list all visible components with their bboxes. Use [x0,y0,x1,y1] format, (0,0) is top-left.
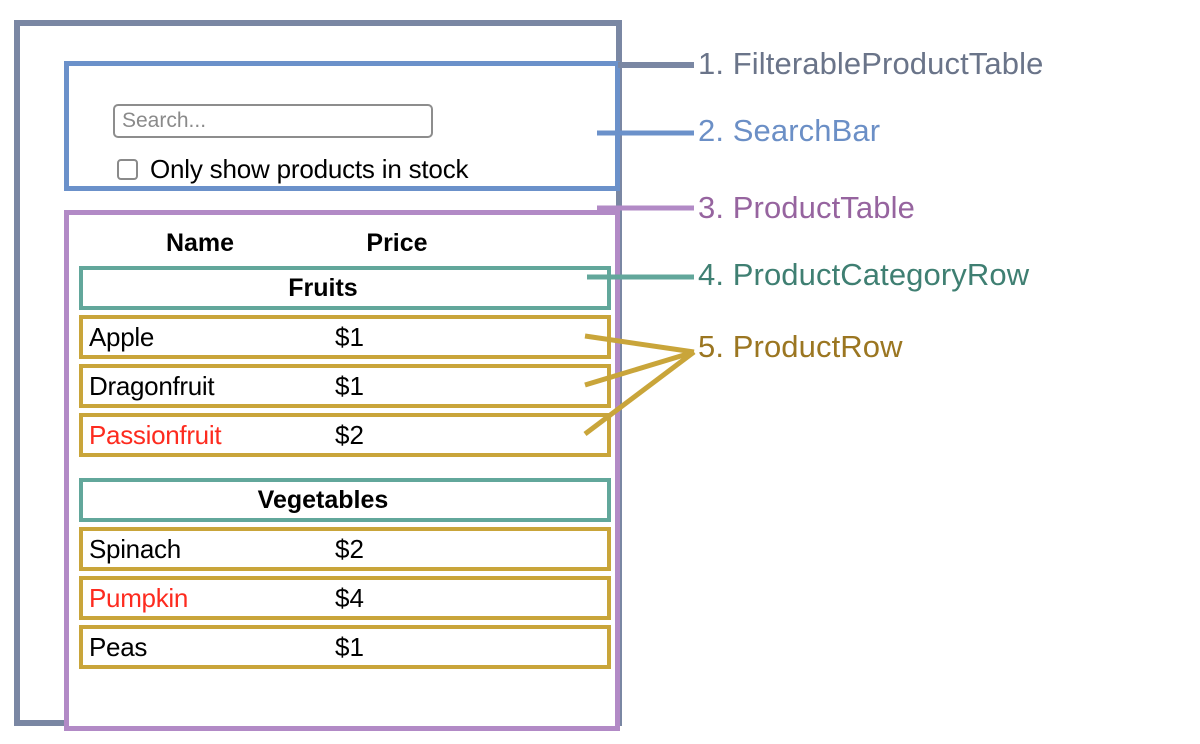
product-price: $4 [335,582,364,613]
product-price: $1 [335,370,364,401]
column-header-name: Name [165,228,235,257]
callout-label-filterable-product-table: 1. FilterableProductTable [698,46,1044,81]
product-price: $2 [335,419,364,450]
column-header-price: Price [366,228,428,257]
product-name: Passionfruit [89,419,222,450]
product-table: Name Price Fruits Apple $1 Dragonfruit $… [79,220,615,674]
product-name: Apple [89,321,154,352]
product-category-label: Vegetables [257,485,389,514]
group-spacer [79,462,615,478]
product-category-row: Vegetables [79,478,611,522]
product-name: Spinach [89,533,181,564]
callout-label-product-row: 5. ProductRow [698,329,903,364]
in-stock-filter-label: Only show products in stock [150,154,469,184]
product-row: Peas $1 [79,625,611,669]
callout-label-product-table: 3. ProductTable [698,190,915,225]
callout-label-search-bar: 2. SearchBar [698,113,881,148]
product-price: $1 [335,631,364,662]
product-row: Spinach $2 [79,527,611,571]
in-stock-filter-row[interactable]: Only show products in stock [117,154,468,185]
product-row: Apple $1 [79,315,611,359]
product-name: Pumpkin [89,582,189,613]
product-row: Dragonfruit $1 [79,364,611,408]
product-row: Pumpkin $4 [79,576,611,620]
product-price: $1 [335,321,364,352]
product-name: Peas [89,631,148,662]
filterable-product-table-container: Only show products in stock Name Price F… [14,20,622,731]
product-row: Passionfruit $2 [79,413,611,457]
product-price: $2 [335,533,364,564]
callout-label-product-category-row: 4. ProductCategoryRow [698,257,1030,292]
search-bar-container: Only show products in stock [64,61,620,191]
product-name: Dragonfruit [89,370,215,401]
checkbox-icon[interactable] [117,159,138,180]
table-header-row: Name Price [79,220,615,266]
product-table-container: Name Price Fruits Apple $1 Dragonfruit $… [64,210,620,731]
product-category-row: Fruits [79,266,611,310]
product-category-label: Fruits [288,273,358,302]
search-input[interactable] [113,104,433,138]
